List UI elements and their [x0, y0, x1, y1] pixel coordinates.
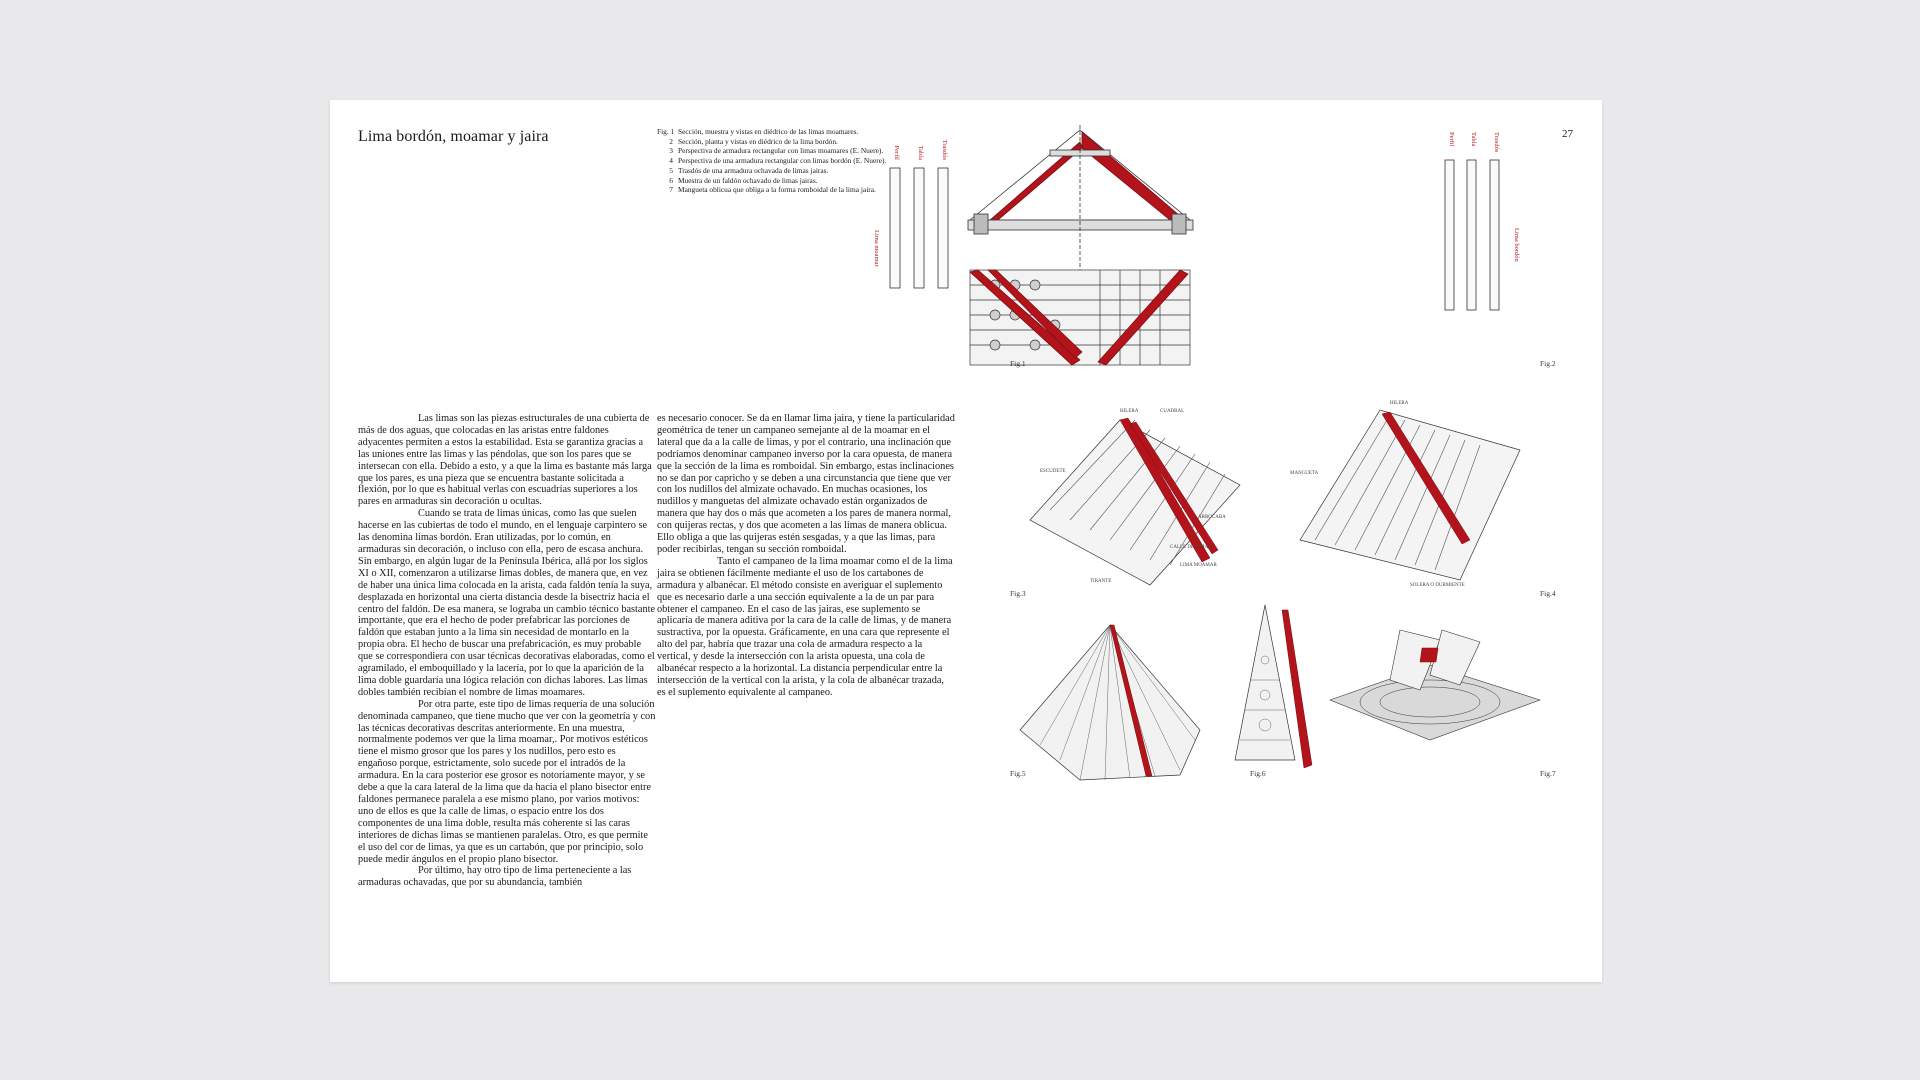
caption-text: Trasdós de una armadura ochavada de lima… — [678, 165, 829, 175]
caption-text: Sección, muestra y vistas en diédrico de… — [678, 127, 859, 136]
body-paragraph: Cuando se trata de limas únicas, como la… — [358, 508, 656, 698]
caption-number: Fig. 1 — [657, 127, 675, 136]
caption-number: 7 — [669, 185, 673, 195]
fig2-label-lima: Lima bordón — [1513, 228, 1520, 263]
fig2-label-trasdos: Trasdós — [1493, 132, 1500, 153]
caption-number: 4 — [669, 156, 673, 166]
figure-5-drawing — [1019, 624, 1201, 781]
fig1-label: Fig.1 — [1010, 359, 1026, 368]
caption-text: Mangueta oblicua que obliga a la forma r… — [678, 185, 876, 195]
caption-number: 5 — [669, 165, 673, 175]
fig2-profile-pieces — [1444, 159, 1500, 311]
caption-row: 4 Perspectiva de una armadura rectangular… — [657, 156, 957, 166]
figure-6-drawing — [1234, 604, 1313, 769]
fig2-label-tabla: Tabla — [1470, 132, 1477, 146]
fig3-note-hilera: HILERA — [1120, 409, 1139, 414]
body-paragraph: Por último, hay otro tipo de lima perten… — [358, 865, 632, 889]
body-column-left: Las limas son las piezas estructurales d… — [358, 413, 656, 889]
caption-row: 2 Sección, planta y vistas en diédrico de… — [657, 137, 957, 147]
caption-text: Muestra de un faldón ochavado de limas j… — [678, 175, 818, 185]
fig4-label: Fig.4 — [1540, 589, 1556, 598]
figure-3-drawing: HILERA CUADRAL ESCUDETE CALLE DE LIMAS A… — [1029, 409, 1241, 586]
figure-1-2-drawing: Perfil Tabla Trasdós Lima moamar — [873, 125, 1520, 366]
caption-text: Perspectiva de armadura rectangular con … — [678, 146, 884, 156]
fig3-label: Fig.3 — [1010, 589, 1026, 598]
page-title: Lima bordón, moamar y jaira — [358, 128, 549, 145]
fig1-label-trasdos: Trasdós — [941, 140, 948, 161]
caption-number: 3 — [669, 146, 673, 156]
caption-number: 2 — [669, 136, 673, 146]
fig7-label: Fig.7 — [1540, 769, 1556, 778]
fig2-label: Fig.2 — [1540, 359, 1556, 368]
caption-row: 3 Perspectiva de armadura rectangular con… — [657, 146, 957, 156]
body-paragraph: Por otra parte, este tipo de limas reque… — [358, 698, 656, 865]
truss-elevation — [967, 125, 1194, 365]
fig1-label-tabla: Tabla — [917, 146, 924, 160]
fig3-note-calle: CALLE DE LIMAS — [1170, 545, 1211, 550]
fig4-note-hilera: HILERA — [1390, 401, 1409, 406]
fig5-label: Fig.5 — [1010, 769, 1026, 778]
fig3-note-cuadral: CUADRAL — [1160, 409, 1184, 414]
body-paragraph: Las limas son las piezas estructurales d… — [358, 413, 652, 508]
fig3-note-escudete: ESCUDETE — [1040, 469, 1066, 474]
fig4-note-mangueta: MANGUETA — [1290, 471, 1319, 476]
caption-row: 6 Muestra de un faldón ochavado de limas … — [657, 176, 957, 186]
caption-text: Sección, planta y vistas en diédrico de … — [678, 136, 838, 146]
body-paragraph: es necesario conocer. Se da en llamar li… — [657, 413, 955, 555]
caption-text: Perspectiva de una armadura rectangular … — [678, 156, 887, 166]
fig3-note-tirante: TIRANTE — [1090, 579, 1111, 584]
body-paragraph: Tanto el campaneo de la lima moamar como… — [657, 555, 953, 698]
body-column-right: es necesario conocer. Se da en llamar li… — [657, 413, 955, 699]
fig2-label-perfil: Perfil — [1448, 132, 1455, 147]
fig4-note-solera: SOLERA O DURMIENTE — [1410, 583, 1465, 588]
page-number: 27 — [1562, 128, 1573, 140]
plan-view — [969, 269, 1191, 366]
fig3-note-arrocaba: ARROCABA — [1198, 515, 1226, 520]
fig6-label: Fig.6 — [1250, 769, 1266, 778]
fig1-label-lima: Lima moamar — [873, 230, 880, 267]
caption-row: 5 Trasdós de una armadura ochavada de lim… — [657, 166, 957, 176]
caption-number: 6 — [669, 175, 673, 185]
fig1-profile-pieces — [889, 167, 949, 289]
fig1-label-perfil: Perfil — [893, 146, 900, 161]
figure-4-drawing: HILERA MANGUETA SOLERA O DURMIENTE — [1290, 401, 1521, 588]
fig3-note-lima: LIMA MOAMAR — [1180, 563, 1217, 568]
caption-row: 7 Mangueta oblicua que obliga a la forma … — [657, 185, 957, 195]
figure-7-drawing — [1329, 629, 1541, 741]
